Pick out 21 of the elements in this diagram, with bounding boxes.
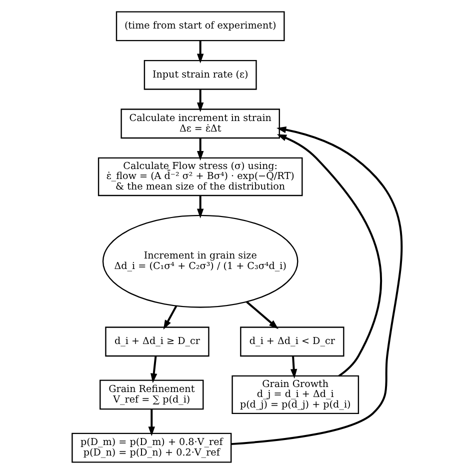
- arrow: [163, 306, 178, 330]
- node-box: d_i + Δd_i < D_cr: [240, 326, 344, 357]
- arrow: [290, 356, 298, 379]
- arrow: [276, 134, 382, 377]
- node-box: p(D_m) = p(D_m) + 0.8·V_ref p(D_n) = p(D_n) + 0.2·V_ref: [72, 432, 232, 463]
- node-box: d_i + Δd_i ≥ D_cr: [105, 326, 210, 357]
- node-box: Input strain rate (ε): [144, 60, 257, 90]
- node-box: Grain Refinement V_ref = ∑ p(d_i): [100, 380, 204, 410]
- arrow: [196, 138, 204, 161]
- node-box: (time from start of experiment): [116, 11, 285, 42]
- node-box: Grain Growth d_j = d_i + Δd_i p(d_j) = p(d_j) + p(d_i): [232, 375, 360, 414]
- arrow: [196, 196, 204, 218]
- node-box: Calculate increment in strain Δε = ε̇Δt: [120, 108, 280, 139]
- arrow: [148, 409, 155, 436]
- node-box: Calculate Flow stress (σ) using: ε̇_flow = (A d̄⁻² σ² + Bσ⁴) · exp(−Q/RT) & the mean size of the distribution: [98, 157, 303, 196]
- node-ellipse: Increment in grain size Δd_i = (C₁σ⁴ + C₂σ³) / (1 + C₃σ⁴d_i): [102, 214, 298, 308]
- arrow: [231, 126, 403, 446]
- arrow: [196, 89, 204, 112]
- arrow: [246, 301, 278, 330]
- arrow: [150, 356, 158, 384]
- arrow: [196, 40, 204, 64]
